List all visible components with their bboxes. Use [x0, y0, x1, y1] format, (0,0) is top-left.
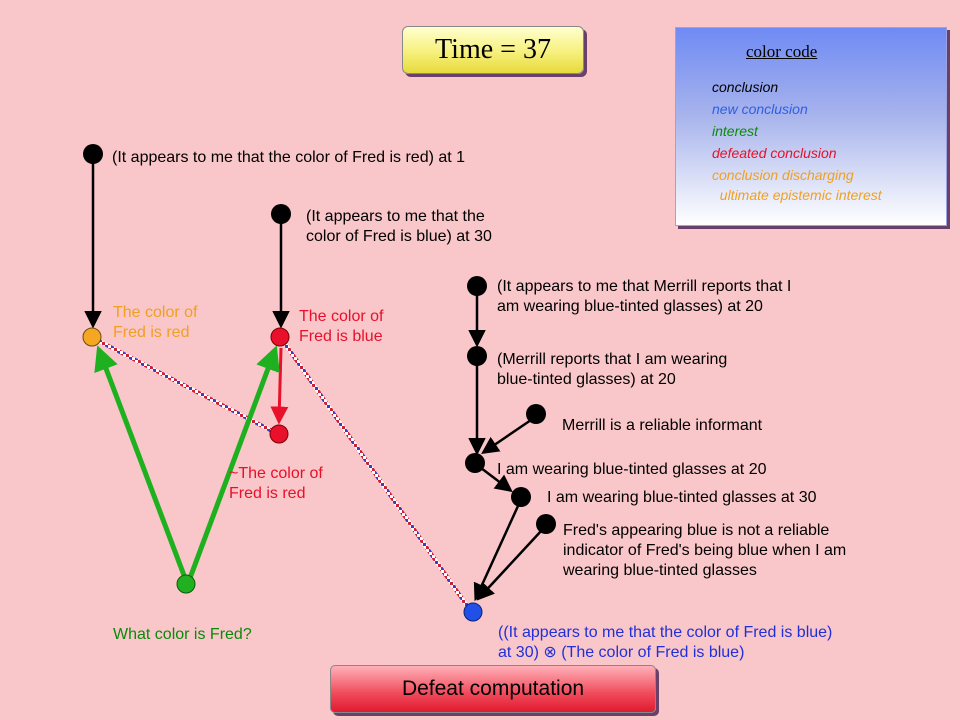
- arrow-glasses-30: [473, 505, 520, 602]
- label-color-blue: The color of Fred is blue: [299, 308, 384, 345]
- node-glasses-20[interactable]: [465, 453, 485, 473]
- color-code-legend: color code conclusion new conclusion int…: [675, 27, 947, 226]
- node-appears-red[interactable]: [83, 144, 103, 164]
- interest-arrow-blue: [187, 345, 280, 579]
- node-appears-merrill[interactable]: [467, 276, 487, 296]
- arrow-glasses: [480, 467, 513, 493]
- legend-item-interest: interest: [712, 123, 758, 139]
- label-appears-blue: (It appears to me that the color of Fred…: [306, 208, 492, 245]
- label-appears-merrill: (It appears to me that Merrill reports t…: [497, 278, 792, 315]
- legend-item-new-conclusion: new conclusion: [712, 101, 808, 117]
- arrow-reliable: [481, 418, 532, 454]
- node-merrill-reports[interactable]: [467, 346, 487, 366]
- node-color-red[interactable]: [82, 327, 102, 347]
- node-undercutter[interactable]: [463, 602, 483, 622]
- label-not-reliable: Fred's appearing blue is not a reliable …: [563, 522, 847, 579]
- defeat-link-blue-vs-undercutter: [279, 336, 472, 612]
- node-reliable[interactable]: [526, 404, 546, 424]
- node-color-blue[interactable]: [270, 327, 290, 347]
- node-not-reliable[interactable]: [536, 514, 556, 534]
- label-merrill-reports: (Merrill reports that I am wearing blue-…: [497, 351, 728, 388]
- interest-arrow-red: [94, 345, 188, 579]
- legend-item-conclusion: conclusion: [712, 79, 779, 95]
- legend-item-defeated-conclusion: defeated conclusion: [712, 145, 837, 161]
- label-reliable: Merrill is a reliable informant: [562, 417, 763, 434]
- defeat-computation-button[interactable]: Defeat computation: [330, 665, 656, 713]
- label-appears-red: (It appears to me that the color of Fred…: [112, 149, 466, 166]
- node-not-red[interactable]: [269, 424, 289, 444]
- defeat-link-red-vs-notred: [92, 336, 277, 435]
- time-display: Time = 37: [402, 26, 584, 74]
- arrow-not-reliable: [476, 529, 543, 601]
- label-color-red: The color of Fred is red: [113, 304, 198, 341]
- legend-title: color code: [746, 42, 818, 61]
- label-question: What color is Fred?: [113, 626, 252, 643]
- arrow-not-red: [270, 347, 289, 425]
- label-not-red: ~The color of Fred is red: [229, 465, 323, 502]
- legend-item-conclusion-discharging: conclusion discharging: [712, 167, 854, 183]
- node-glasses-30[interactable]: [511, 487, 531, 507]
- node-appears-blue[interactable]: [271, 204, 291, 224]
- label-undercutter: ((It appears to me that the color of Fre…: [498, 624, 833, 661]
- node-question[interactable]: [176, 574, 196, 594]
- label-glasses-20: I am wearing blue-tinted glasses at 20: [497, 461, 767, 478]
- label-glasses-30: I am wearing blue-tinted glasses at 30: [547, 489, 817, 506]
- legend-item-ultimate-interest: ultimate epistemic interest: [712, 187, 882, 203]
